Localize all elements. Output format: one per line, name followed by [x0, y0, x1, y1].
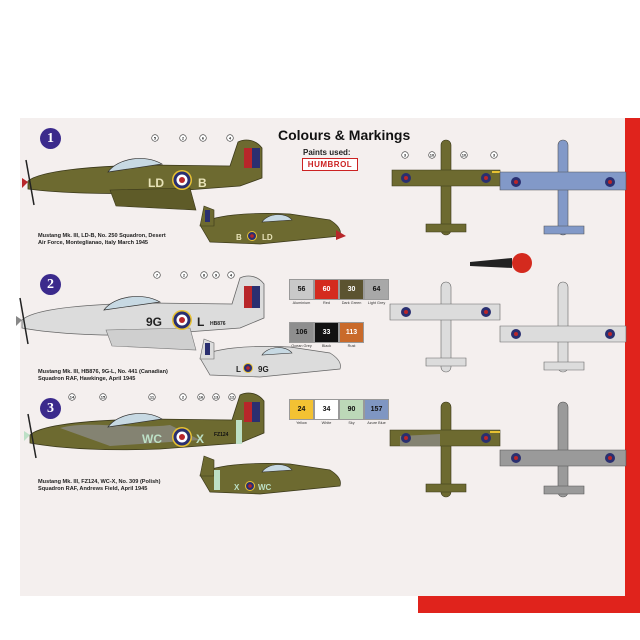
- paint-chip-label: Black: [321, 344, 332, 348]
- scheme-2-caption: Mustang Mk. III, HB876, 9G-L, No. 441 (C…: [38, 369, 168, 382]
- paint-chip-label: Dark Green: [341, 301, 362, 305]
- scheme-1-badge: 1: [40, 128, 61, 149]
- scheme-3-code-right: X: [196, 432, 204, 446]
- scheme-2-serial: HB876: [210, 321, 226, 327]
- callout-9: 9: [215, 273, 218, 278]
- callout-top-1: 3: [404, 153, 407, 158]
- callout-11: 11: [150, 395, 155, 400]
- scheme-3-bottom-view: [499, 401, 627, 498]
- paint-chip-code: 24: [289, 399, 314, 420]
- scheme-1-top-view: [391, 139, 501, 236]
- scheme-2-bottom-code-b: 9G: [258, 365, 269, 374]
- callout-2: 2: [182, 136, 185, 141]
- scheme-2-badge: 2: [40, 274, 61, 295]
- humbrol-logo: HUMBROL: [302, 158, 358, 171]
- callout-top-4: 3: [493, 153, 496, 158]
- propeller-detail: [470, 253, 532, 273]
- paint-chip-label: Rust: [347, 344, 356, 348]
- scheme-1-bottom-code-b: LD: [262, 233, 273, 242]
- scheme-1-code-left: LD: [148, 176, 164, 190]
- scheme-1-code-right: B: [198, 176, 207, 190]
- callout-2b: 2: [183, 273, 186, 278]
- callout-5: 5: [154, 136, 157, 141]
- callout-markers: 5 2 6 4 7 2 8 9 4 14 15 11 2 16 13 12 3 …: [68, 134, 498, 401]
- paint-chip-code: 90: [339, 399, 364, 420]
- callout-8: 8: [203, 273, 206, 278]
- scheme-1-caption: Mustang Mk. III, LD-B, No. 250 Squadron,…: [38, 233, 166, 246]
- scheme-1-small-side-view: B LD: [199, 205, 346, 245]
- paint-chip-code: 56: [289, 279, 314, 300]
- scheme-2-small-side-view: L 9G: [199, 338, 341, 378]
- scheme-2-side-view: 9G L HB876: [16, 275, 265, 351]
- callout-12: 12: [230, 395, 235, 400]
- paint-chip-label: White: [321, 421, 332, 425]
- scheme-3-code-left: WC: [142, 432, 162, 446]
- paint-chip-code: 113: [339, 322, 364, 343]
- paint-chip-label: Red: [323, 301, 330, 305]
- paint-chip-label: Light Grey: [367, 301, 386, 305]
- scheme-3-small-side-view: X WC: [199, 455, 341, 495]
- scheme-3-serial: FZ124: [214, 432, 229, 438]
- scheme-2-bottom-code-a: L: [236, 365, 241, 374]
- scheme-2-bottom-view: [499, 281, 627, 373]
- scheme-2-code-left: 9G: [146, 315, 162, 329]
- paint-chip-code: 33: [314, 322, 339, 343]
- callout-top-2: 10: [430, 153, 435, 158]
- paint-chip-code: 30: [339, 279, 364, 300]
- scheme-1-bottom-code-a: B: [236, 233, 242, 242]
- paint-chip-code: 34: [314, 399, 339, 420]
- callout-14: 14: [70, 395, 75, 400]
- paint-chip-label: Aluminium: [292, 301, 311, 305]
- callout-13: 13: [214, 395, 219, 400]
- callout-6: 6: [202, 136, 205, 141]
- scheme-3-caption: Mustang Mk. III, FZ124, WC-X, No. 309 (P…: [38, 479, 161, 492]
- callout-2c: 2: [182, 395, 185, 400]
- callout-top-3: 10: [462, 153, 467, 158]
- scheme-3-bottom-code-a: X: [234, 483, 240, 492]
- scheme-1-bottom-view: [499, 139, 627, 236]
- callout-4: 4: [229, 136, 232, 141]
- callout-4b: 4: [230, 273, 233, 278]
- paint-chip-code: 60: [314, 279, 339, 300]
- scheme-3-badge: 3: [40, 398, 61, 419]
- paint-chip-label: Sky: [348, 421, 355, 425]
- scheme-3-side-view: WC X FZ124: [24, 392, 265, 459]
- paint-chip-label: Yellow: [296, 421, 307, 425]
- scheme-2-top-view: [389, 281, 501, 373]
- paint-chip-code: 64: [364, 279, 389, 300]
- callout-16: 16: [199, 395, 204, 400]
- page-title: Colours & Markings: [278, 127, 411, 143]
- paint-chip-code: 157: [364, 399, 389, 420]
- callout-15: 15: [101, 395, 106, 400]
- scheme-3-top-view: [389, 401, 501, 498]
- scheme-1-side-view: LD B: [22, 139, 263, 211]
- scheme-2-code-right: L: [197, 315, 204, 329]
- callout-7: 7: [156, 273, 159, 278]
- paint-chip-code: 106: [289, 322, 314, 343]
- scheme-3-bottom-code-b: WC: [258, 483, 272, 492]
- paints-used-label: Paints used:: [303, 148, 351, 157]
- paint-chip-label: Ocean Grey: [291, 344, 312, 348]
- paint-chip-label: Azure Blue: [367, 421, 386, 425]
